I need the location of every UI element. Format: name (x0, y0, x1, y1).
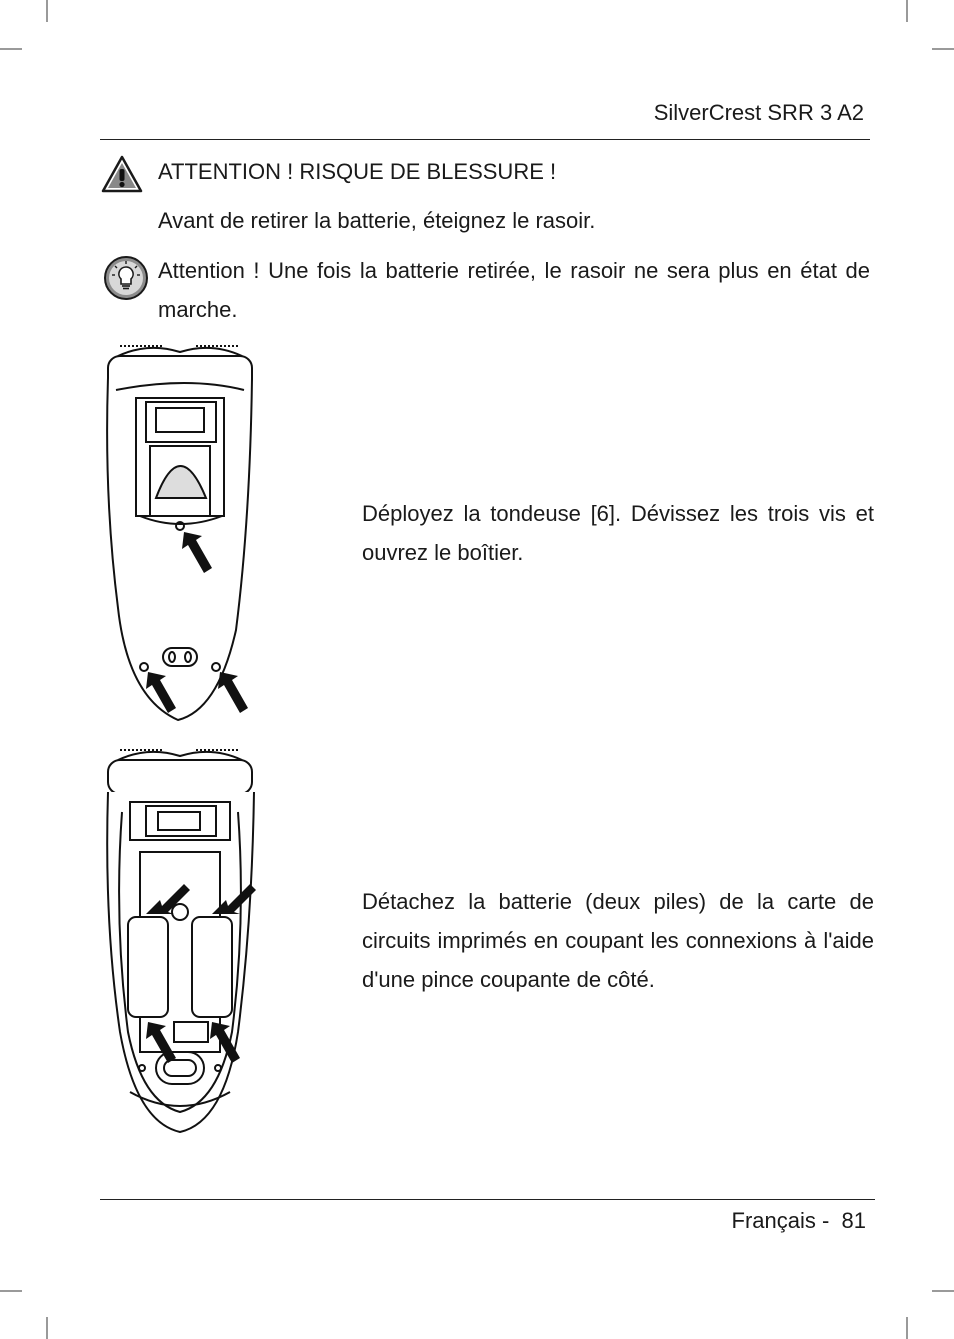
warning-triangle-icon (101, 155, 143, 193)
crop-mark (932, 48, 954, 50)
crop-mark (906, 0, 908, 22)
warning-title: ATTENTION ! RISQUE DE BLESSURE ! (158, 159, 557, 184)
crop-mark (46, 1317, 48, 1339)
tip-text: Attention ! Une fois la batterie retirée… (158, 258, 870, 322)
crop-mark (0, 48, 22, 50)
step-2-text: Détachez la batterie (deux piles) de la … (362, 889, 874, 992)
crop-mark (0, 1290, 22, 1292)
header-rule (100, 139, 870, 140)
crop-mark (932, 1290, 954, 1292)
step-1-text: Déployez la tondeuse [6]. Dévissez les t… (362, 501, 874, 565)
crop-mark (906, 1317, 908, 1339)
header-title: SilverCrest SRR 3 A2 (653, 100, 864, 125)
footer-page-label: Français - 81 (731, 1208, 867, 1233)
warning-text: Avant de retirer la batterie, éteignez l… (158, 208, 596, 233)
crop-mark (46, 0, 48, 22)
lightbulb-icon (104, 256, 148, 300)
footer-rule (100, 1199, 875, 1200)
shaver-back-screws-figure (106, 345, 253, 722)
shaver-open-battery-figure (106, 749, 256, 1134)
